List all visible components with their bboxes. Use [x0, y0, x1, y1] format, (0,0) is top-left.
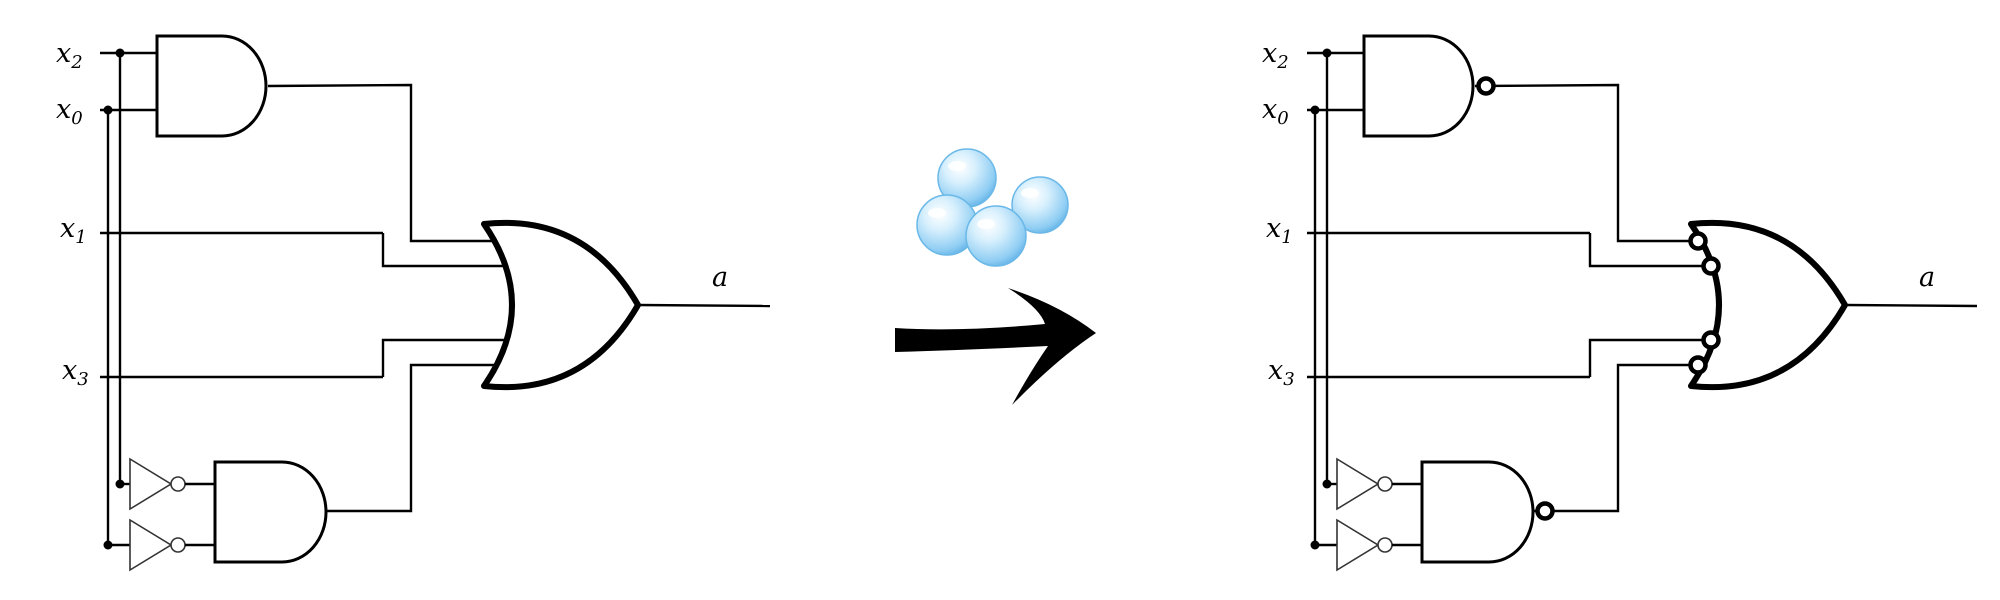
- output-label-a: a: [712, 262, 728, 293]
- input-label-x1-right: x1: [1266, 213, 1293, 248]
- circuit-and-or: x2 x0 x1 x3 a: [56, 36, 770, 570]
- nand-bubble-top: [1476, 76, 1496, 96]
- output-label-a-right: a: [1919, 262, 1935, 293]
- or-input-bubble-1: [1688, 231, 1708, 251]
- bubbles-icon: [916, 148, 1069, 267]
- input-label-x0-right: x0: [1262, 94, 1289, 129]
- input-label-x3: x3: [62, 355, 89, 390]
- nand-bubble-bottom: [1535, 501, 1555, 521]
- input-label-x2: x2: [56, 38, 83, 73]
- input-label-x2-right: x2: [1262, 38, 1289, 73]
- or-input-bubble-2: [1701, 256, 1721, 276]
- input-label-x0: x0: [56, 94, 83, 129]
- transform-arrow-icon: [895, 288, 1096, 405]
- input-label-x3-right: x3: [1268, 355, 1295, 390]
- circuit-nand-nand: x2 x0 x1 x3 a: [1262, 36, 1977, 570]
- input-label-x1: x1: [60, 213, 87, 248]
- or-input-bubble-3: [1701, 330, 1721, 350]
- or-input-bubble-4: [1688, 355, 1708, 375]
